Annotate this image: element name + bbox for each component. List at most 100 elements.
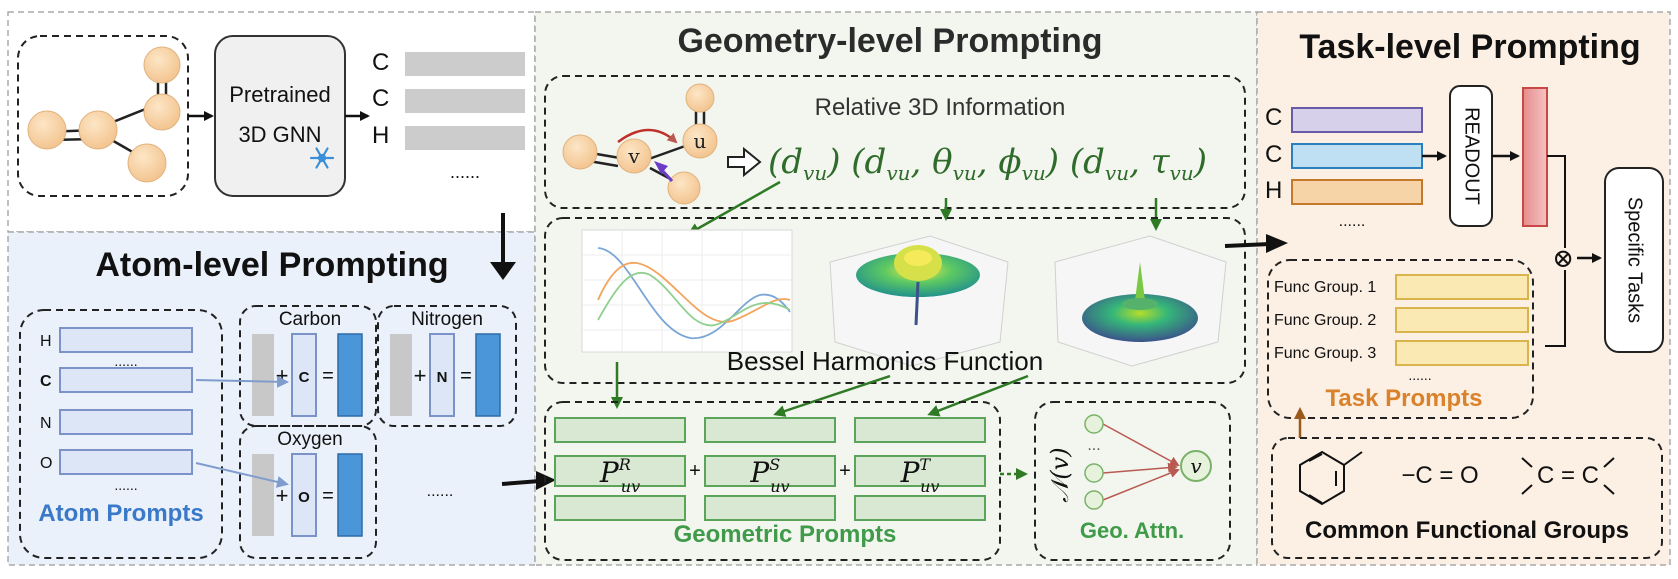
node-v-label: v: [627, 144, 640, 168]
task-embedding-bar: [1291, 143, 1423, 169]
func-group-2-label: Func Group. 2: [1274, 312, 1376, 329]
oxygen-letter: O: [298, 489, 310, 506]
readout-box: READOUT: [1449, 85, 1493, 227]
angle-arc: [617, 128, 678, 144]
plus-sign: +: [414, 363, 427, 388]
specific-tasks-label: Specific Tasks: [1624, 197, 1646, 323]
geometric-prompt-bar-s: [704, 455, 836, 487]
task-atom-c1: C: [1265, 104, 1282, 131]
oxygen-title: Oxygen: [277, 429, 342, 450]
arrow-to-ps: [773, 374, 891, 417]
carbon-title: Carbon: [279, 309, 341, 330]
benzene-ring-icon: [1299, 450, 1363, 506]
task-atom-h: H: [1265, 177, 1282, 204]
arrow-atom-to-geometry: [501, 479, 541, 486]
otimes-operator: ⊗: [1552, 244, 1574, 274]
func-group-1-label: Func Group. 1: [1274, 279, 1376, 296]
snowflake-icon: [309, 147, 335, 169]
task-embedding-bar: [1291, 107, 1423, 133]
task-embedding-bar: [1291, 179, 1423, 205]
embedding-ellipsis: ......: [450, 162, 480, 182]
pretrained-gnn-box: Pretrained 3D GNN: [214, 35, 346, 197]
relative-formula: (dvu) (dvu, θvu, ϕvu) (dvu, τvu): [768, 142, 1207, 185]
neighbor-dots: ...: [1087, 437, 1100, 454]
alkene-group: C = C: [1537, 462, 1599, 489]
arrow-radial-to-plot: [687, 180, 781, 235]
embedding-label-c1: C: [372, 49, 389, 76]
atom-prompt-ellipsis-bottom: ......: [114, 477, 137, 493]
atom-prompt-c-label: C: [40, 373, 52, 390]
oxygen-combination: Oxygen + O =: [239, 425, 377, 559]
arrow-down-atom-head: [490, 262, 516, 280]
task-embedding-ellipsis: ......: [1339, 213, 1366, 230]
base-embedding-bar: [390, 334, 412, 416]
neighborhood-label: 𝒩(v): [1046, 447, 1074, 502]
arrow-o-prompt: [195, 462, 289, 488]
geometric-prompt-bar: [704, 495, 836, 521]
equals-sign: =: [322, 485, 334, 507]
task-prompts-label: Task Prompts: [1326, 385, 1483, 412]
atom-prompt-o-label: O: [40, 455, 52, 472]
geo-attn-label: Geo. Attn.: [1080, 518, 1184, 543]
task-prompt-bar: [1395, 274, 1529, 300]
geometric-prompt-bar: [854, 495, 986, 521]
carbonyl-group: −C = O: [1401, 462, 1478, 489]
geometric-prompt-bar: [554, 417, 686, 443]
nitrogen-combination: Nitrogen + N =: [377, 305, 517, 427]
plus-sign: +: [689, 460, 701, 482]
neighbor-node: [1084, 490, 1104, 510]
bessel-label: Bessel Harmonics Function: [727, 346, 1043, 376]
embedding-bar: [405, 89, 525, 113]
carbon-combination: Carbon + C =: [239, 305, 377, 427]
arrow-geometry-to-task-head: [1266, 234, 1288, 253]
neighbor-node: [1084, 414, 1104, 434]
nitrogen-prompt-bar: [429, 333, 455, 417]
embedding-label-h: H: [372, 122, 389, 149]
base-embedding-bar: [252, 334, 274, 416]
atom-prompt-ellipsis-top: ......: [114, 353, 137, 369]
radial-basis-plot: [581, 229, 793, 353]
func-group-ellipsis: ......: [1408, 367, 1431, 383]
geometric-prompt-bar-r: [554, 455, 686, 487]
nitrogen-result-bar: [475, 333, 501, 417]
base-embedding-bar: [252, 454, 274, 536]
node-u-label: u: [694, 129, 707, 153]
relative-3d-info-box: Relative 3D Information v u (dvu) (dvu, …: [544, 75, 1246, 209]
geo-attention-box: 𝒩(v) ... v Geo. Attn.: [1034, 401, 1231, 561]
nitrogen-letter: N: [437, 369, 448, 386]
task-prompts-box: Func Group. 1 Func Group. 2 Func Group. …: [1267, 259, 1534, 419]
geometric-prompts-label: Geometric Prompts: [674, 521, 897, 548]
more-atoms-ellipsis: ......: [427, 483, 454, 500]
equals-sign: =: [322, 365, 334, 387]
task-atom-c2: C: [1265, 141, 1282, 168]
gnn-label-line2: 3D GNN: [238, 122, 321, 147]
relative-3d-title: Relative 3D Information: [815, 94, 1066, 121]
atom-prompt-bar: [59, 409, 193, 435]
geometric-prompt-bar: [554, 495, 686, 521]
bessel-harmonics-box: Bessel Harmonics Function: [544, 217, 1246, 384]
prompts-to-otimes-line: [1545, 270, 1566, 347]
embedding-bar: [405, 126, 525, 150]
arrow-c-prompt: [195, 375, 289, 388]
equals-sign: =: [460, 365, 472, 387]
alkene-group-icon: [1521, 457, 1615, 495]
gnn-label-line1: Pretrained: [229, 82, 331, 107]
target-node-label: v: [1190, 454, 1202, 478]
geometric-prompt-bar-t: [854, 455, 986, 487]
carbon-prompt-bar: [291, 333, 317, 417]
arrow-to-pt: [927, 374, 1029, 417]
carbon-result-bar: [337, 333, 363, 417]
atom-level-title: Atom-level Prompting: [95, 246, 448, 284]
plus-sign: +: [276, 363, 289, 388]
atom-embeddings: C C H ......: [372, 49, 525, 182]
func-group-3-label: Func Group. 3: [1274, 345, 1376, 362]
atom-prompts-label: Atom Prompts: [38, 500, 203, 527]
atom-prompt-bar: [59, 449, 193, 475]
task-prompt-bar: [1395, 340, 1529, 366]
